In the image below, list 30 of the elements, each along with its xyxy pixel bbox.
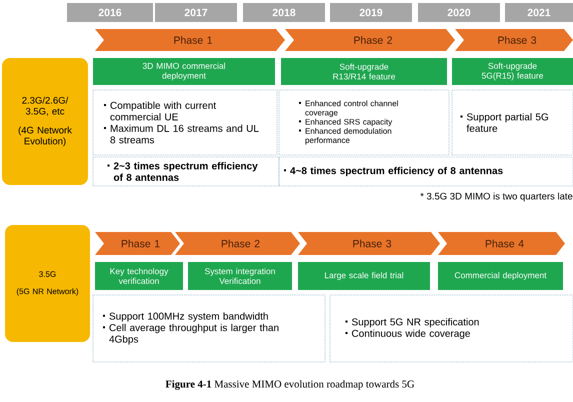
year-box: 2018 — [243, 3, 325, 22]
phase-banner: Phase 3 — [298, 232, 440, 255]
year-box: 2020 — [418, 3, 500, 22]
dotted-box: Support 5G NR specification Continuous wide coverage — [330, 294, 573, 362]
stage-box: System integration Verification — [188, 262, 292, 290]
stage-box: 3D MIMO commercial deployment — [93, 58, 275, 85]
network-box: 3.5G (5G NR Network) — [5, 225, 90, 342]
dotted-box: Support partial 5G feature — [452, 90, 573, 156]
year-box: 2021 — [505, 3, 573, 22]
dotted-box: Support 100MHz system bandwidth Cell average throughput is larger than 4Gbps — [92, 294, 326, 362]
stage-box: Soft-upgrade R13/R14 feature — [281, 58, 447, 85]
caption: Figure 4-1 Massive MIMO evolution roadmap towards 5G — [166, 380, 414, 390]
phase-banner: Phase 4 — [438, 232, 565, 255]
dotted-box: Compatible with current commercial UE Maximum DL 16 streams and UL 8 streams — [92, 90, 278, 156]
year-box: 2019 — [330, 3, 412, 22]
phase-banner: Phase 3 — [455, 29, 573, 51]
year-box: 2017 — [155, 3, 237, 22]
phase-banner: Phase 1 — [95, 232, 180, 255]
stage-box: Key technology verification — [95, 262, 183, 290]
stage-box: Large scale field trial — [298, 262, 430, 290]
phase-banner: Phase 2 — [175, 232, 300, 255]
network-box: 2.3G/2.6G/ 3.5G, etc (4G Network Evolution) — [2, 58, 88, 185]
dotted-box: 4~8 times spectrum efficiency of 8 antennas — [278, 156, 573, 186]
stage-box: Commercial deployment — [438, 262, 563, 290]
year-box: 2016 — [67, 3, 153, 22]
stage-box: Soft-upgrade 5G(R15) feature — [452, 58, 573, 85]
dotted-box: 2~3 times spectrum efficiency of 8 antennas — [92, 156, 280, 186]
dotted-box: Enhanced control channel coverage Enhanced SRS capacity Enhanced demodulation performance — [278, 90, 450, 156]
phase-banner: Phase 2 — [285, 29, 455, 51]
phase-banner: Phase 1 — [95, 29, 285, 51]
